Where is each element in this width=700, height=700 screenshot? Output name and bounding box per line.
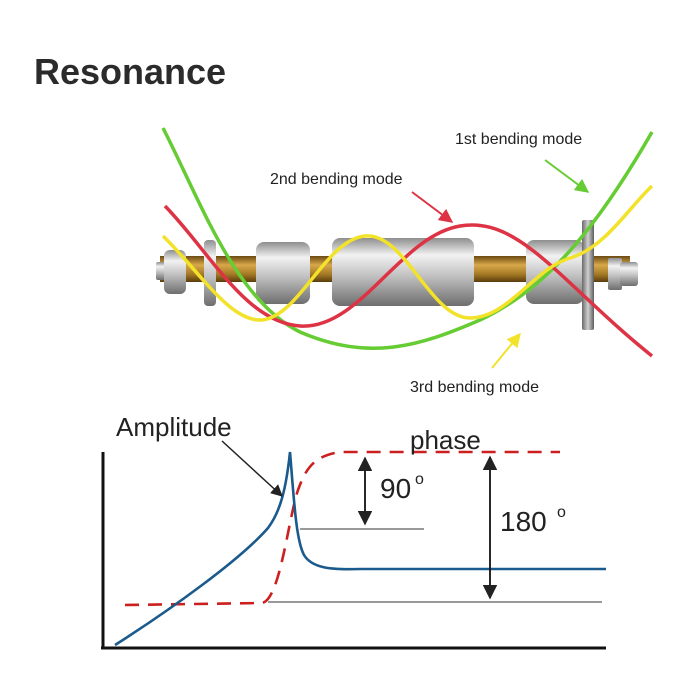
right-hub xyxy=(526,240,584,304)
one-eighty-degree-symbol: o xyxy=(557,504,566,521)
amplitude-pointer-arrow xyxy=(221,440,283,497)
right-shaft-tip xyxy=(620,262,638,286)
second-mode-label: 2nd bending mode xyxy=(270,171,403,188)
left-disc xyxy=(204,240,216,306)
first-mode-arrow xyxy=(544,159,590,193)
phase-label: phase xyxy=(410,425,481,455)
second-mode-arrow xyxy=(411,191,454,223)
amplitude-label: Amplitude xyxy=(116,412,232,442)
one-eighty-degree-label: 180 xyxy=(500,506,547,537)
center-rotor-drum xyxy=(332,238,474,306)
phase-curve xyxy=(124,450,560,607)
first-mode-label: 1st bending mode xyxy=(455,131,582,148)
third-mode-arrow xyxy=(491,332,521,369)
response-graph: Amplitude phase 90 o 180 o xyxy=(101,412,606,650)
third-bending-mode-curve xyxy=(161,184,654,322)
ninety-degree-symbol: o xyxy=(415,471,424,488)
left-hub xyxy=(256,242,310,304)
first-bending-mode-curve xyxy=(161,127,654,350)
page-title: Resonance xyxy=(34,51,226,92)
left-shaft-tip xyxy=(156,262,166,280)
left-end-cap xyxy=(164,250,186,294)
amplitude-curve xyxy=(114,451,606,647)
ninety-degree-label: 90 xyxy=(380,473,411,504)
third-mode-label: 3rd bending mode xyxy=(410,379,539,396)
right-coupling xyxy=(608,258,622,290)
rotor-assembly xyxy=(156,220,638,330)
